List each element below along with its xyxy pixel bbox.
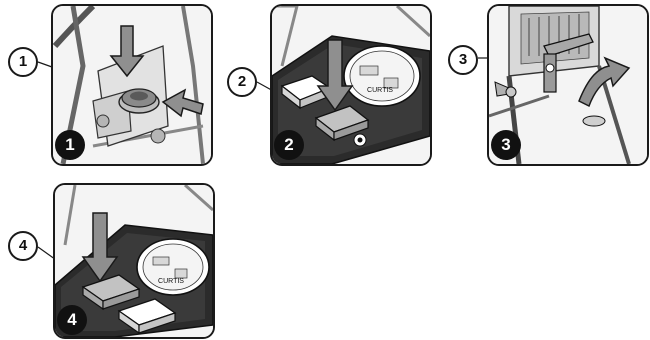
- step-2-panel: CURTIS 2: [270, 4, 432, 166]
- step-4-panel: CURTIS 4: [53, 183, 215, 339]
- step-badge: 3: [491, 130, 521, 160]
- hour-meter: CURTIS: [344, 46, 420, 106]
- step-badge: 1: [55, 130, 85, 160]
- callout-4: 4: [8, 231, 38, 261]
- meter-brand-label: CURTIS: [158, 278, 184, 285]
- step-3-panel: 3: [487, 4, 649, 166]
- hour-meter: CURTIS: [137, 239, 209, 295]
- callout-2: 2: [227, 67, 257, 97]
- step-badge: 4: [57, 305, 87, 335]
- callout-1: 1: [8, 47, 38, 77]
- callout-3: 3: [448, 45, 478, 75]
- meter-brand-label: CURTIS: [367, 87, 393, 94]
- step-1-panel: 1: [51, 4, 213, 166]
- step-badge: 2: [274, 130, 304, 160]
